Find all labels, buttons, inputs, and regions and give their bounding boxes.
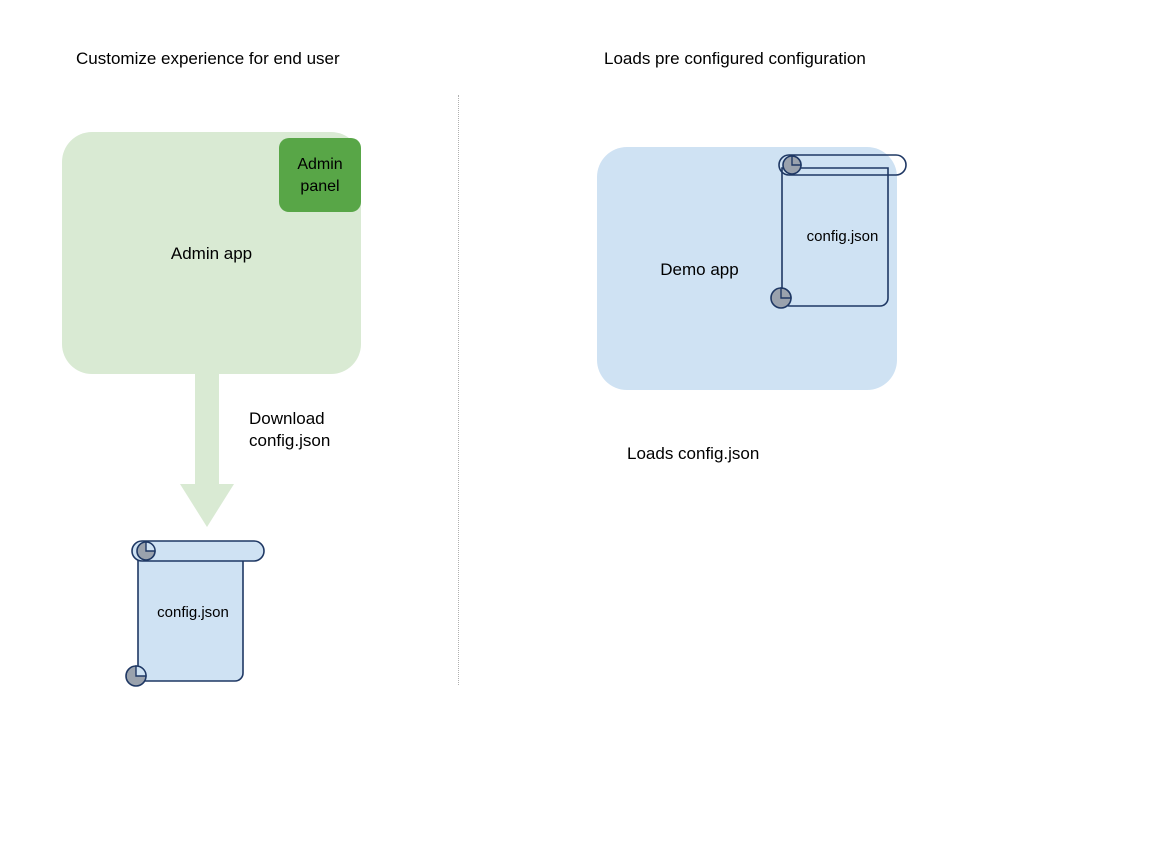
demo-app-label: Demo app xyxy=(660,260,739,279)
heading-right: Loads pre configured configuration xyxy=(604,49,866,68)
admin-panel-label: Admin panel xyxy=(297,156,343,195)
config-json-label-right: config.json xyxy=(806,228,879,245)
config-json-label-left: config.json xyxy=(157,604,229,621)
demo-app-box[interactable] xyxy=(597,147,897,390)
download-arrow-label: Download config.json xyxy=(249,409,331,450)
config-json-document-right[interactable] xyxy=(770,150,915,315)
config-json-document-left[interactable] xyxy=(118,525,268,690)
admin-panel-box[interactable] xyxy=(279,138,361,212)
admin-app-label: Admin app xyxy=(170,244,253,263)
heading-left: Customize experience for end user xyxy=(76,49,340,68)
download-arrow-icon xyxy=(178,372,236,530)
vertical-divider xyxy=(458,95,459,685)
loads-config-caption: Loads config.json xyxy=(627,444,760,463)
